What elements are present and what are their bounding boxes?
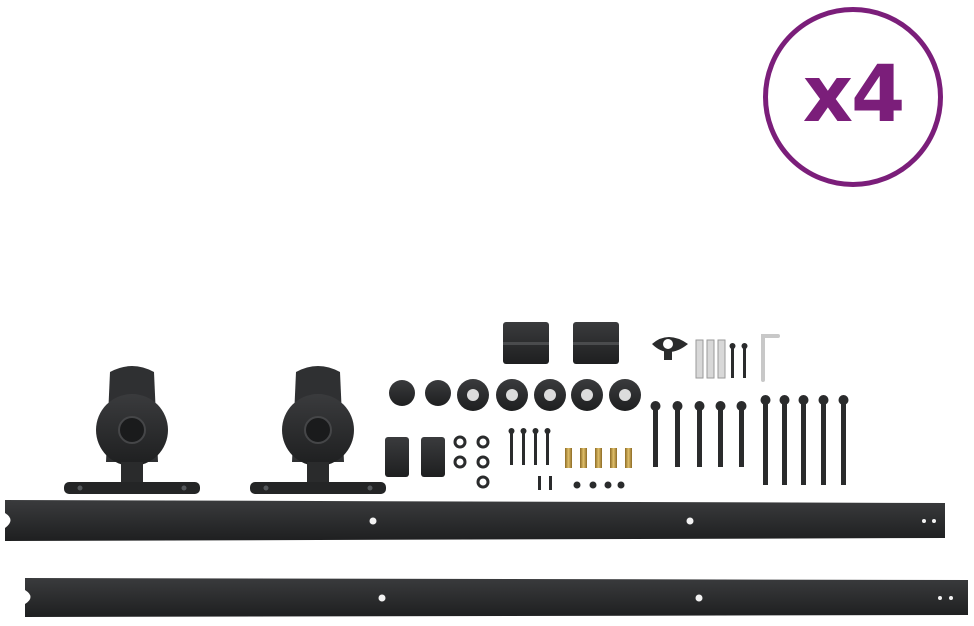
floor-guides bbox=[385, 437, 445, 477]
quantity-badge: x4 bbox=[763, 7, 943, 187]
long-bolts bbox=[650, 401, 747, 467]
track-rail-top bbox=[5, 500, 945, 541]
track-rail-bottom bbox=[25, 578, 968, 617]
stopper-blocks bbox=[503, 322, 619, 364]
small-nuts bbox=[573, 481, 625, 489]
lag-screws bbox=[760, 395, 849, 485]
roller-hanger-left bbox=[63, 365, 201, 495]
medium-screws bbox=[508, 428, 552, 490]
hex-key bbox=[761, 334, 780, 382]
o-rings bbox=[453, 435, 490, 489]
brass-spacers bbox=[565, 448, 632, 468]
wall-plugs bbox=[695, 339, 748, 379]
anti-jump-clip bbox=[652, 337, 688, 360]
roller-hanger-right bbox=[249, 365, 387, 495]
spacer-discs bbox=[389, 379, 641, 411]
quantity-text: x4 bbox=[802, 50, 906, 140]
